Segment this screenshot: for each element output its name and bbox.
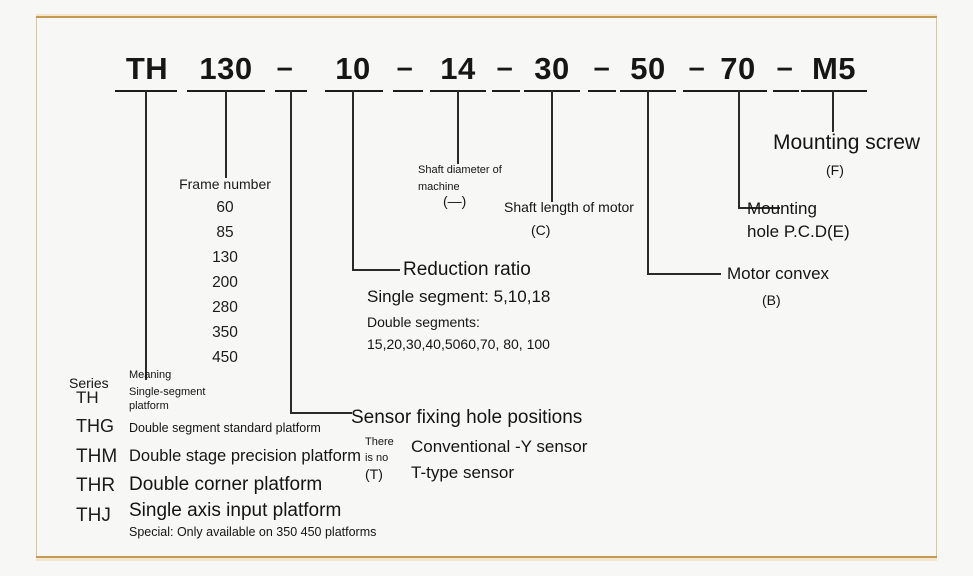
shaft-diameter-line2: machine — [418, 181, 460, 193]
code-dash-1: – — [276, 52, 294, 84]
sensor-option-conventional: Conventional -Y sensor — [411, 437, 588, 456]
frame-glow-bottom — [36, 558, 937, 561]
code-dash-3: – — [496, 52, 514, 84]
frame-number-block: Frame number 60 85 130 200 280 350 450 — [165, 176, 285, 374]
code-token-mounting-screw: M5 — [811, 51, 857, 86]
frame-number-item-280: 280 — [212, 299, 238, 316]
series-code-thg: THG — [76, 416, 114, 436]
code-dash-5: – — [688, 52, 706, 84]
sensor-note-line1: There — [365, 436, 394, 448]
reduction-ratio-double-values: 15,20,30,40,5060,70, 80, 100 — [367, 336, 550, 352]
code-dash-4: – — [593, 52, 611, 84]
frame-border-top — [36, 16, 937, 18]
shaft-diameter-line1: Shaft diameter of — [418, 164, 502, 176]
shaft-diameter-code: (—) — [443, 193, 467, 209]
code-token-shaft-length: 30 — [534, 51, 570, 86]
frame-number-item-200: 200 — [212, 274, 238, 291]
bar-dash-2 — [393, 90, 423, 92]
code-token-frame: 130 — [199, 51, 253, 86]
leader-motor-convex-vertical — [647, 90, 649, 274]
series-heading: Series — [69, 375, 109, 391]
series-meaning-heading: Meaning — [129, 369, 172, 381]
reduction-ratio-heading: Reduction ratio — [403, 259, 531, 280]
series-meaning-thm: Double stage precision platform — [129, 447, 362, 465]
series-code-th: TH — [76, 388, 99, 407]
leader-shaft-diameter — [457, 90, 459, 164]
series-code-thr: THR — [76, 475, 116, 496]
frame-number-item-85: 85 — [216, 224, 234, 241]
series-code-thj: THJ — [76, 505, 111, 526]
reduction-ratio-single-segment: Single segment: 5,10,18 — [367, 287, 551, 306]
mounting-screw-code: (F) — [826, 162, 844, 178]
leader-ratio-elbow — [352, 269, 400, 271]
code-token-mounting-hole: 70 — [720, 51, 756, 86]
leader-series — [145, 90, 147, 380]
frame-number-item-130: 130 — [212, 249, 238, 266]
frame-border-right — [936, 16, 937, 558]
series-meaning-thj: Single axis input platform — [129, 500, 342, 521]
leader-shaft-length — [551, 90, 553, 202]
bar-dash-3 — [492, 90, 520, 92]
diagram-canvas: TH 130 – 10 – 14 – 30 – 50 – 70 – M5 — [37, 18, 936, 556]
code-token-shaft-diameter: 14 — [440, 51, 476, 86]
leader-motor-convex-elbow — [647, 273, 721, 275]
code-token-series: TH — [125, 51, 169, 86]
series-meaning-thr: Double corner platform — [129, 474, 323, 495]
sensor-option-t-type: T-type sensor — [411, 463, 514, 482]
frame-number-item-350: 350 — [212, 324, 238, 341]
sensor-heading: Sensor fixing hole positions — [351, 407, 583, 428]
bar-dash-6 — [773, 90, 799, 92]
sensor-note-line2: is no — [365, 452, 389, 464]
sensor-note-line3: (T) — [365, 466, 383, 482]
frame-border-bottom — [36, 556, 937, 558]
leader-sensor-elbow — [290, 412, 352, 414]
leader-mounting-screw — [832, 90, 834, 132]
leader-ratio-vertical — [352, 90, 354, 270]
leader-frame-number — [225, 90, 227, 178]
shaft-length-line1: Shaft length of motor — [504, 199, 634, 215]
code-token-motor-convex: 50 — [630, 51, 666, 86]
mounting-screw-label: Mounting screw — [773, 131, 921, 154]
shaft-length-code: (C) — [531, 222, 551, 238]
frame-number-heading: Frame number — [179, 176, 271, 192]
bar-ratio — [325, 90, 383, 92]
frame-glow-top — [36, 14, 937, 16]
motor-convex-label: Motor convex — [727, 264, 830, 283]
code-token-ratio: 10 — [335, 51, 371, 86]
bar-dash-4 — [588, 90, 616, 92]
bar-mounting-screw — [801, 90, 867, 92]
mounting-hole-line1: Mounting — [747, 199, 817, 218]
leader-mounting-hole-elbow — [738, 207, 780, 209]
reduction-ratio-double-heading: Double segments: — [367, 314, 480, 330]
series-meaning-th: Single-segment platform — [129, 386, 206, 412]
leader-mounting-hole-vertical — [738, 90, 740, 208]
code-dash-6: – — [776, 52, 794, 84]
bar-dash-5 — [683, 90, 711, 92]
series-meaning-thg: Double segment standard platform — [129, 421, 321, 435]
frame-number-item-450: 450 — [212, 349, 238, 366]
motor-convex-code: (B) — [762, 292, 781, 308]
code-dash-2: – — [396, 52, 414, 84]
mounting-hole-line2: hole P.C.D(E) — [747, 222, 850, 241]
leader-sensor-vertical — [290, 90, 292, 413]
series-code-thm: THM — [76, 446, 118, 467]
frame-border-left — [36, 16, 37, 558]
frame-number-item-60: 60 — [216, 199, 234, 216]
series-footnote: Special: Only available on 350 450 platf… — [129, 525, 377, 539]
